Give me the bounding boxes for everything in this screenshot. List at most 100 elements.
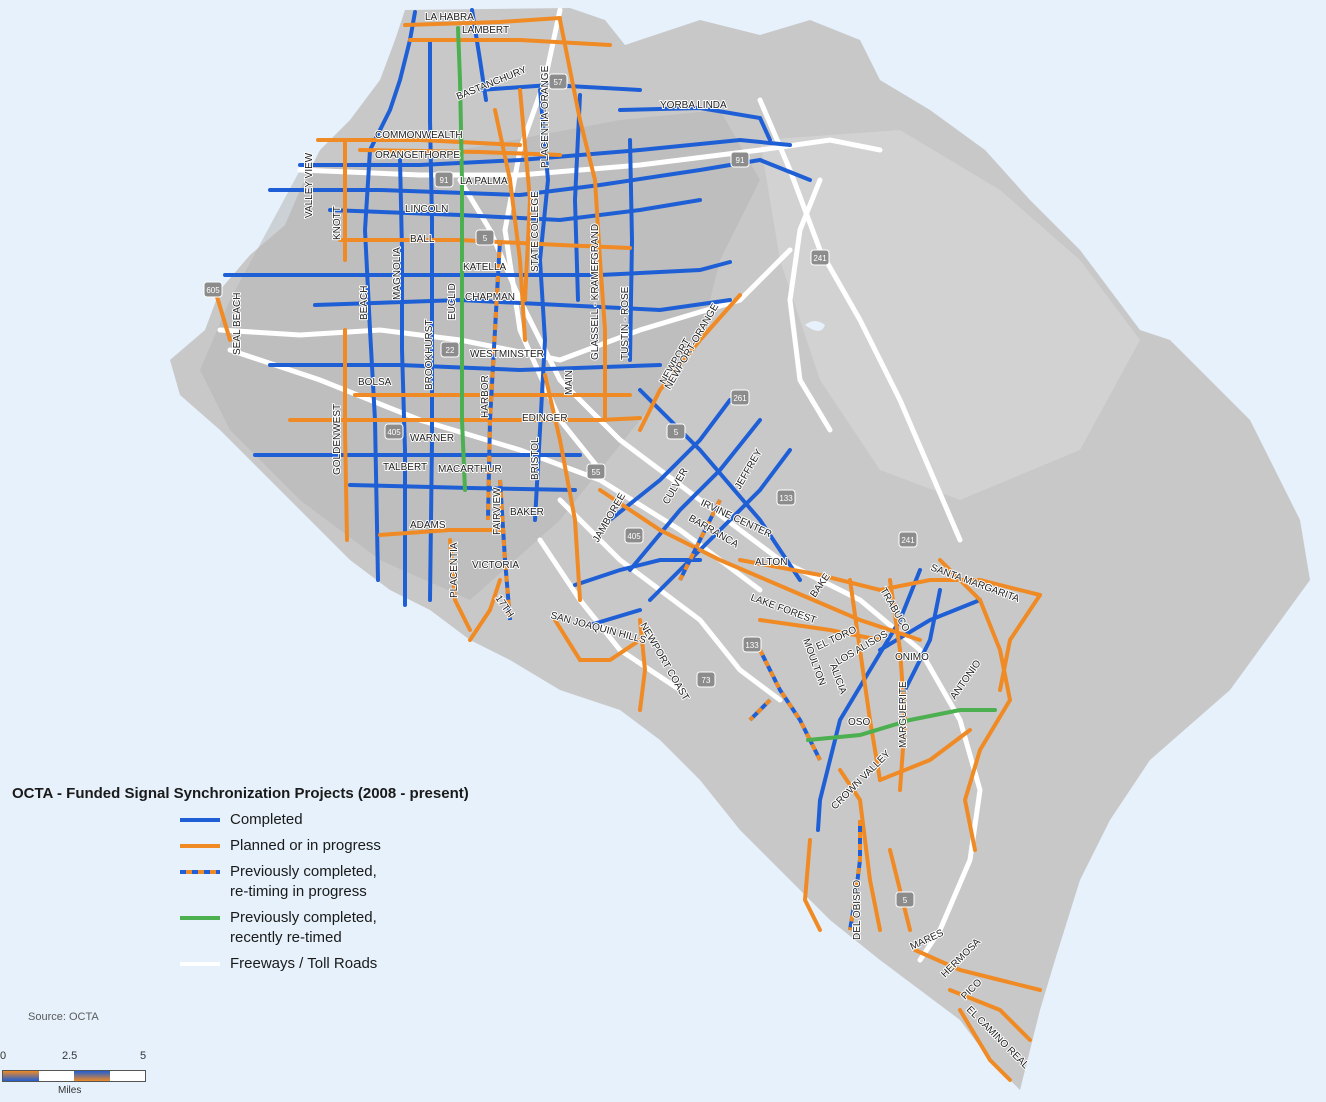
road-label: WESTMINSTER bbox=[470, 349, 544, 360]
freeway-shield-number: 241 bbox=[813, 254, 827, 263]
freeway-shield-icon: 57 bbox=[548, 73, 568, 90]
lake bbox=[805, 321, 825, 331]
freeway-shield-number: 5 bbox=[674, 428, 679, 437]
road-label: YORBA LINDA bbox=[660, 100, 727, 111]
road-label: DEL OBISPO bbox=[852, 880, 863, 940]
road-label: BALL bbox=[410, 234, 435, 245]
freeway-shield-number: 261 bbox=[733, 394, 747, 403]
road-label: LAMBERT bbox=[462, 25, 509, 36]
road-label: PLACENTIA bbox=[449, 542, 460, 598]
road-label: BROOKHURST bbox=[424, 319, 435, 390]
freeway-shield-icon: 405 bbox=[384, 423, 404, 440]
freeway-shield-number: 91 bbox=[440, 176, 449, 185]
freeway-shield-number: 133 bbox=[779, 494, 793, 503]
hills-area bbox=[760, 130, 1140, 500]
freeway-shield-icon: 91 bbox=[730, 151, 750, 168]
freeway-shield-number: 73 bbox=[702, 676, 711, 685]
road-label: VALLEY VIEW bbox=[304, 152, 315, 218]
legend-swatch-freeway bbox=[180, 962, 220, 966]
road-label: BRISTOL bbox=[530, 437, 541, 480]
freeway-shield-number: 22 bbox=[446, 346, 455, 355]
legend-item-retiming: Previously completed, re-timing in progr… bbox=[180, 862, 572, 902]
road-label: MARGUERITE bbox=[898, 681, 909, 748]
urban-area bbox=[200, 110, 760, 600]
source-credit: Source: OCTA bbox=[28, 1011, 99, 1023]
road-label: KNOTT bbox=[332, 206, 343, 240]
legend-title: OCTA - Funded Signal Synchronization Pro… bbox=[12, 785, 469, 802]
freeway-shield-number: 91 bbox=[736, 156, 745, 165]
scale-tick: 5 bbox=[140, 1050, 147, 1062]
freeway-shield-icon: 261 bbox=[730, 389, 750, 406]
road-label: BOLSA bbox=[358, 377, 392, 388]
legend-item-freeway: Freeways / Toll Roads bbox=[180, 954, 572, 974]
road-label: LA HABRA bbox=[425, 12, 474, 23]
legend-swatch-retimed bbox=[180, 916, 220, 920]
road-label: TALBERT bbox=[383, 462, 427, 473]
road-label: GRAND bbox=[590, 224, 601, 260]
road-label: GLASSELL - KRAMER bbox=[590, 258, 601, 360]
freeway-shield-icon: 133 bbox=[776, 489, 796, 506]
legend-swatch-planned bbox=[180, 844, 220, 848]
road-label: EDINGER bbox=[522, 413, 568, 424]
freeway-shield-icon: 5 bbox=[475, 229, 495, 246]
road-label: SEAL BEACH bbox=[232, 293, 243, 355]
planned-corridors bbox=[213, 16, 1042, 1082]
road-label: MAGNOLIA bbox=[392, 247, 403, 300]
freeway-shield-number: 605 bbox=[206, 286, 220, 295]
freeway-shield-icon: 22 bbox=[440, 341, 460, 358]
road-label: MAIN bbox=[564, 370, 575, 395]
freeway-shield-icon: 5 bbox=[666, 423, 686, 440]
freeway-shield-number: 405 bbox=[627, 532, 641, 541]
road-label: VICTORIA bbox=[472, 560, 519, 571]
road-label: PLACENTIA-ORANGE bbox=[540, 65, 551, 168]
road-label: LINCOLN bbox=[405, 204, 448, 215]
freeway-shield-icon: 405 bbox=[624, 527, 644, 544]
completed-corridors bbox=[223, 8, 982, 832]
road-label: BEACH bbox=[359, 286, 370, 320]
road-label: STATE COLLEGE bbox=[530, 191, 541, 272]
road-label: OSO bbox=[848, 717, 870, 728]
freeway-shield-icon: 241 bbox=[810, 249, 830, 266]
freeway-shield-icon: 133 bbox=[742, 636, 762, 653]
freeway-shield-icon: 605 bbox=[203, 281, 223, 298]
legend-label: Freeways / Toll Roads bbox=[230, 955, 378, 972]
road-label: GOLDENWEST bbox=[332, 404, 343, 475]
freeway-shield-number: 405 bbox=[387, 428, 401, 437]
freeway-shield-icon: 55 bbox=[586, 463, 606, 480]
freeway-shield-icon: 73 bbox=[696, 671, 716, 688]
scale-units: Miles bbox=[58, 1085, 82, 1096]
freeway-shield-icon: 5 bbox=[895, 891, 915, 908]
legend-item-completed: Completed bbox=[180, 810, 572, 830]
legend-label: Planned or in progress bbox=[230, 837, 381, 854]
freeway-shield-number: 133 bbox=[745, 641, 759, 650]
legend-swatch-retiming bbox=[180, 870, 220, 874]
scale-tick: 0 bbox=[0, 1050, 7, 1062]
freeway-shield-icon: 91 bbox=[434, 171, 454, 188]
road-label: ADAMS bbox=[410, 520, 446, 531]
freeway-shield-icon: 241 bbox=[898, 531, 918, 548]
freeway-shield-number: 5 bbox=[483, 234, 488, 243]
legend-item-retimed: Previously completed, recently re-timed bbox=[180, 908, 572, 948]
road-label: FAIRVIEW bbox=[492, 487, 503, 535]
freeway-shields: 57 91 91 5 241 605 22 261 5 405 55 133 405 241 133 73 5 bbox=[203, 73, 918, 908]
road-label: CHAPMAN bbox=[465, 292, 515, 303]
road-label: LA PALMA bbox=[460, 176, 508, 187]
scale-bar: 0 2.5 5 Miles bbox=[0, 1050, 150, 1098]
scale-tick: 2.5 bbox=[62, 1050, 78, 1062]
road-label: KATELLA bbox=[463, 262, 506, 273]
retiming-corridors bbox=[486, 239, 862, 931]
road-label: BAKER bbox=[510, 507, 544, 518]
legend-swatch-completed bbox=[180, 818, 220, 822]
freeway-shield-number: 55 bbox=[592, 468, 601, 477]
scale-bar-graphic bbox=[2, 1070, 146, 1082]
legend-label: Previously completed, re-timing in progr… bbox=[230, 863, 377, 900]
freeway-shield-number: 241 bbox=[901, 536, 915, 545]
road-label: ONIMO bbox=[895, 652, 929, 663]
legend-label: Previously completed, recently re-timed bbox=[230, 909, 377, 946]
freeway-shield-number: 5 bbox=[903, 896, 908, 905]
legend-item-planned: Planned or in progress bbox=[180, 836, 572, 856]
road-label: TUSTIN - ROSE bbox=[620, 286, 631, 360]
road-label: ALTON bbox=[755, 557, 787, 568]
legend: OCTA - Funded Signal Synchronization Pro… bbox=[12, 785, 572, 980]
